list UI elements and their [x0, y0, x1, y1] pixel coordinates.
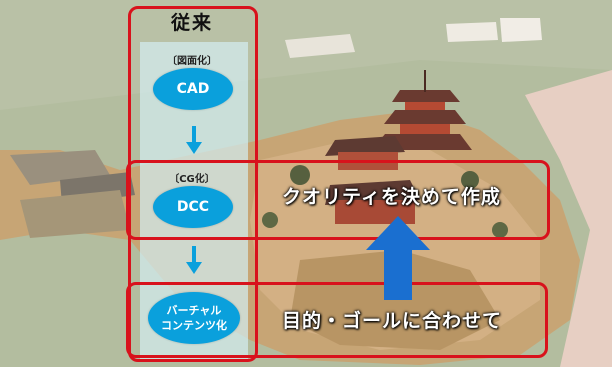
legacy-workflow-frame: [128, 6, 258, 362]
step-cad-label: CAD: [176, 81, 210, 97]
quality-caption: クオリティを決めて作成: [282, 186, 501, 208]
step-virtual-content-line1: バーチャル: [166, 304, 222, 317]
step-cad-tag: 〔図面化〕: [167, 56, 217, 67]
step-virtual-content-line2: コンテンツ化: [161, 319, 227, 332]
step-dcc-tag: 〔CG化〕: [169, 174, 215, 185]
step-dcc-node: DCC: [153, 186, 233, 228]
arrow-down-icon: [186, 126, 202, 154]
step-cad-node: CAD: [153, 68, 233, 110]
goal-caption: 目的・ゴールに合わせて: [282, 310, 503, 332]
step-virtual-content-node: バーチャル コンテンツ化: [148, 292, 240, 344]
step-dcc-label: DCC: [176, 199, 210, 215]
arrow-down-icon: [186, 246, 202, 274]
dcc-row-frame: [126, 160, 550, 240]
virtual-content-row-frame: [126, 282, 548, 358]
legacy-heading: 従来: [170, 12, 213, 34]
arrow-up-icon: [366, 216, 430, 300]
